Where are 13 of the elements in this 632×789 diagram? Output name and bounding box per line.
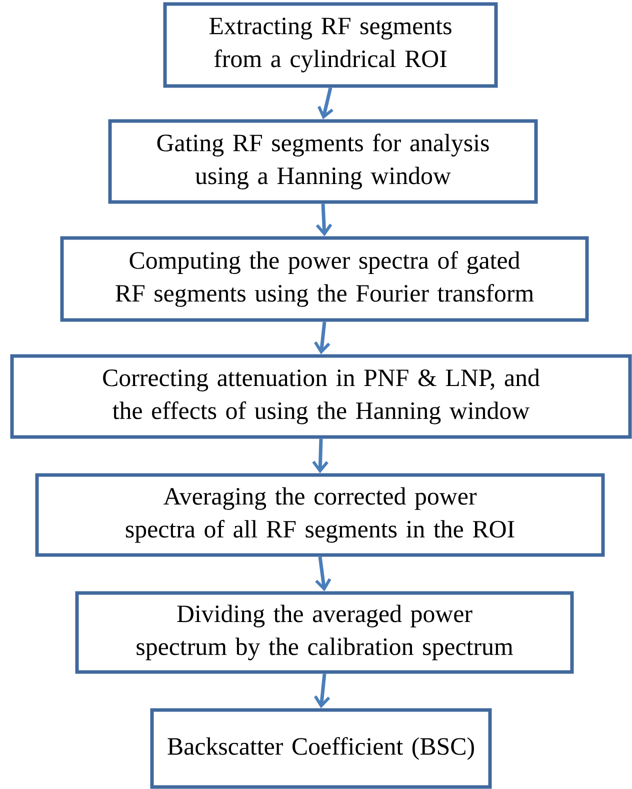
process-box: Averaging the corrected power spectra of all RF segments in the ROI [35,473,605,557]
process-box: Computing the power spectra of gated RF segments using the Fourier transform [60,236,589,322]
process-box: Gating RF segments for analysis using a Hanning window [108,119,538,204]
process-box: Correcting attenuation in PNF & LNP, and the effects of using the Hanning window [10,354,632,439]
arrow [315,556,332,592]
arrow [314,322,330,354]
process-box: Dividing the averaged power spectrum by the calibration spectrum [75,591,574,674]
process-box: Backscatter Coefficient (BSC) [150,708,492,789]
arrow [318,87,334,120]
arrow [316,204,332,236]
arrow [314,674,330,708]
process-box: Extracting RF segments from a cylindrical ROI [163,2,498,88]
arrow [312,438,328,474]
